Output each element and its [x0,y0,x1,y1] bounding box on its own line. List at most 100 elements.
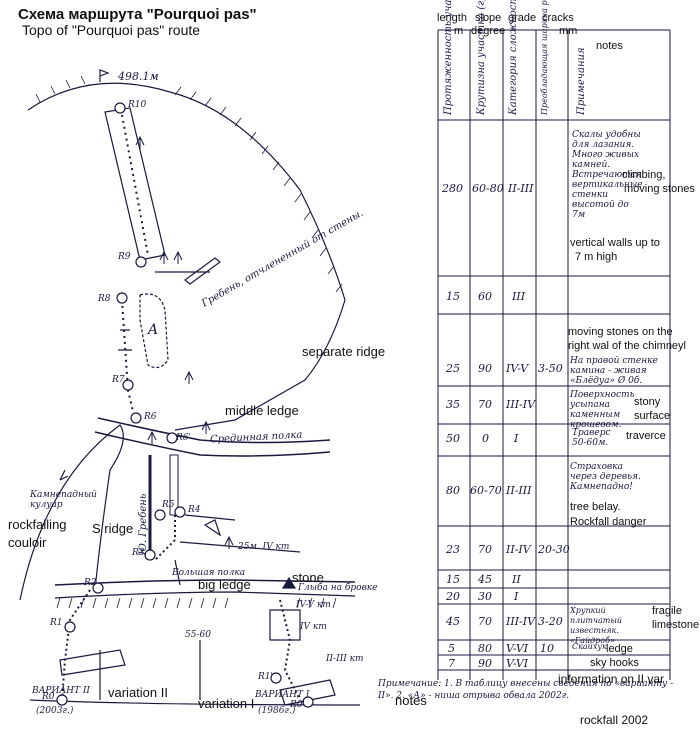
en-middle-ledge: middle ledge [225,403,299,418]
cell-length: 23 [446,543,460,556]
en-rockfalling: rockfalling [8,517,67,532]
en-variation-2: variation II [108,685,168,700]
label-r8: R8 [98,294,111,304]
feature-a-label: A [148,322,159,338]
en-note: 7 m high [575,251,618,263]
footnote-en-info: information on II var [558,672,665,686]
belay-r6 [130,412,142,424]
cell-grade: V-VI [506,657,529,670]
cell-slope: 90 [478,657,492,670]
cell-length: 45 [446,615,460,628]
ru-header-notes: Примечания [576,47,587,115]
en-note: vertical walls up to [570,237,660,249]
cell-length: 15 [446,573,460,586]
en-header-notes: notes [596,40,623,52]
cell-grade: I [514,432,519,445]
summit-flag-icon [99,69,110,82]
ru-header-slope: Крутизна участка (град) [476,0,487,115]
belay-r3 [144,549,156,561]
cell-slope: 90 [478,362,492,375]
footnote-en-rockfall: rockfall 2002 [580,713,649,727]
cell-grade: II-III [506,484,532,497]
footnote-en-notes: notes [395,693,427,708]
cell-cracks: 10 [540,642,554,655]
cell-slope: 45 [478,573,492,586]
cell-grade: III [512,290,526,303]
ru-stone-ledge: Глыба на бровке [298,583,378,593]
cell-length: 5 [448,642,455,655]
ru-variant2-year: (2003г.) [36,706,74,716]
footnote-ru: Примечание: 1. В таблицу внесены сведени… [378,679,674,701]
ru-grade-ii-iii: II-III кт [326,654,364,664]
en-stone: stone [292,570,324,585]
cell-length: 25 [446,362,460,375]
en-note: climbing, [622,169,666,181]
label-r6: R6 [144,412,157,422]
ru-header-length: Протяженность участка (м) [443,0,454,115]
en-variation-1: variation I [198,696,255,711]
cell-cracks: 20-30 [538,543,570,556]
belay-r1-prime [270,672,282,684]
belay-r2 [92,582,104,594]
label-r0: R0 [42,692,55,702]
belay-r4 [174,506,186,518]
page-title: Схема маршрута "Pourquoi pas" [18,6,257,23]
belay-r6-prime [166,432,178,444]
big-ledge-line [54,579,356,586]
cell-slope: 70 [478,543,492,556]
ru-big-ledge: Большая полка [172,568,246,578]
label-r10: R10 [128,100,147,110]
ru-couloir: Камнепадный кулуар [30,490,97,510]
label-r2: R2 [84,578,97,588]
belay-r9 [135,256,147,268]
en-note: moving stones [624,183,695,195]
en-header-slope: slope [475,12,502,24]
cell-grade: II [512,573,521,586]
cell-length: 280 [442,182,463,195]
cell-grade: III-IV [506,398,536,411]
ru-variant2: ВАРИАНТ II [32,686,90,696]
rockfall-niche-outline [139,293,169,369]
cell-note-ru: Хрупкий плитчатый известняк. «Гайдроб» [570,606,622,645]
cell-grade: III-IV [506,615,536,628]
cell-slope: 80 [478,642,492,655]
label-r3: R3 [132,548,145,558]
en-note: sky hooks [590,657,639,669]
en-couloir: couloir [8,535,47,550]
ru-grade-iv-v: IV-V кт [296,600,331,610]
cell-grade: V-VI [506,642,529,655]
ru-variant1: ВАРИАНТ I [255,690,310,700]
label-r7: R7 [112,375,125,385]
belay-r10 [114,102,126,114]
en-note: Rockfall danger [570,516,647,528]
cell-length: 50 [446,432,460,445]
cell-length: 7 [448,657,455,670]
label-r5: R5 [162,500,175,510]
cell-slope: 60-70 [470,484,502,497]
cell-cracks: 3-20 [538,615,563,628]
cell-slope: 60 [478,290,492,303]
cell-note-ru: Скалы удобны для лазания. Много живых ка… [572,130,643,220]
en-separate-ridge: separate ridge [302,344,386,359]
cell-note-ru: Траверс 50-60м. [572,428,611,448]
en-header-cracks: cracks [542,12,574,24]
ru-header-cracks: Преобладающая ширина рабочих трещин (мм) [540,0,549,115]
couloir-outline [19,424,124,601]
cell-note-ru: На правой стенке камина - живая «Блёдуа»… [570,356,658,386]
ru-length-5560: 55-60 [185,630,211,640]
belay-r0-prime [302,696,314,708]
cell-slope: 70 [478,615,492,628]
en-note: tree belay. [570,501,621,513]
en-note: ledge [606,643,633,655]
en-note: right wal of the chimneyl [568,340,686,352]
label-r6-prime: R6' [176,433,191,443]
belay-r1 [64,621,76,633]
cell-cracks: 3-50 [538,362,563,375]
cell-note-ru: Страховка через деревья. Камнепадно! [570,462,641,492]
ru-grade-iv: IV кт [300,622,327,632]
cell-grade: II-IV [506,543,531,556]
ru-header-grade: Категория сложности [508,0,519,115]
label-r1-prime: R1' [258,672,273,682]
